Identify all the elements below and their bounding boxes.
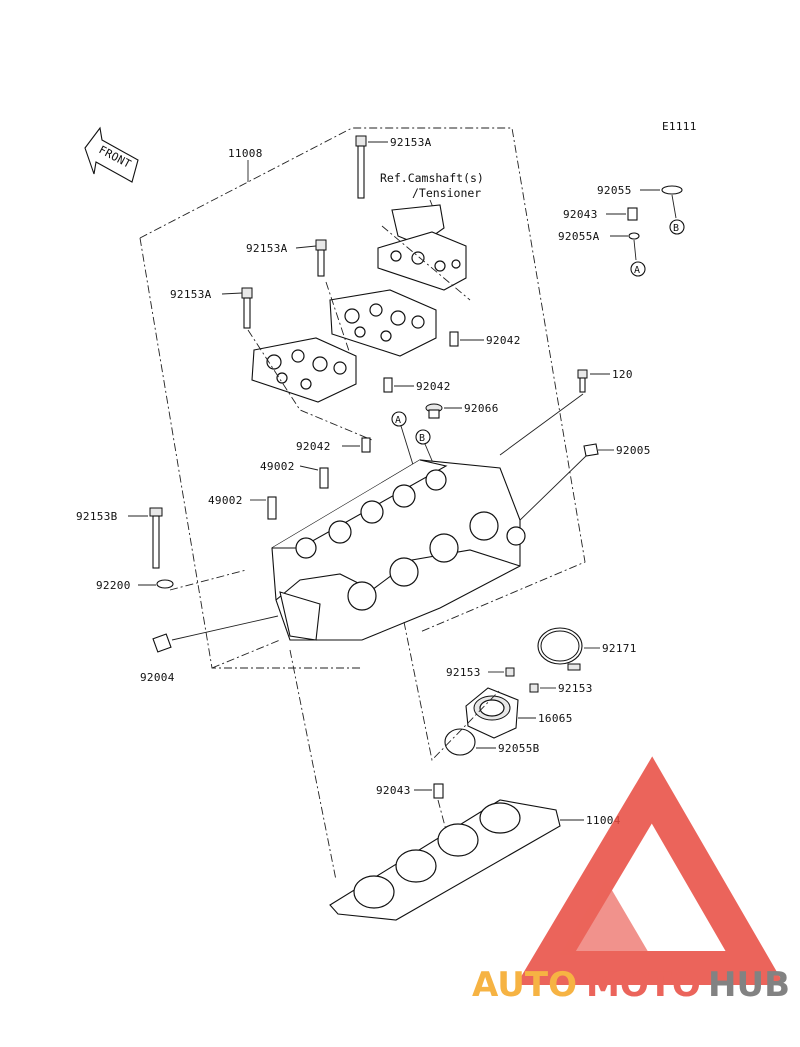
pin-49002-b <box>267 496 277 520</box>
holder-16065 <box>465 687 519 739</box>
camshaft-holder-right <box>377 204 467 291</box>
label-16065: 16065 <box>538 712 573 725</box>
label-92055: 92055 <box>597 184 632 197</box>
dowel-92042-a <box>449 331 459 347</box>
camshaft-holder-middle <box>329 289 437 357</box>
label-92153A-left: 92153A <box>170 288 212 301</box>
gasket-11004 <box>329 799 561 921</box>
callout-b-head <box>415 429 431 445</box>
label-49002-b: 49002 <box>208 494 243 507</box>
callout-a-top <box>630 261 646 277</box>
bolt-92153A-mid <box>315 239 327 277</box>
watermark-part1: AUTO <box>472 965 577 1005</box>
label-92005: 92005 <box>616 444 651 457</box>
bolt-92153A-top <box>355 135 367 199</box>
cylinder-head-outline <box>139 127 586 669</box>
watermark-part3: HUB <box>708 965 790 1005</box>
oring-92055 <box>661 185 683 195</box>
label-49002-a: 49002 <box>260 460 295 473</box>
label-11008: 11008 <box>228 147 263 160</box>
bolt-92153A-left <box>241 287 253 329</box>
fitting-92005 <box>583 443 599 457</box>
label-92042-b: 92042 <box>416 380 451 393</box>
camshaft-holder-left <box>251 337 357 403</box>
callout-a-head-text: A <box>395 415 401 426</box>
stud-92004 <box>152 633 172 653</box>
dowel-92043-bottom <box>433 783 444 799</box>
label-120: 120 <box>612 368 633 381</box>
callout-a-head <box>391 411 407 427</box>
label-11004: 11004 <box>586 814 621 827</box>
bolt-92153-b <box>529 683 539 693</box>
label-92055A: 92055A <box>558 230 600 243</box>
watermark-logo: AUTO MOTO HUB <box>472 756 790 1005</box>
ref-note-line1: Ref.Camshaft(s) <box>380 171 484 185</box>
label-92043-top: 92043 <box>563 208 598 221</box>
cylinder-head <box>271 459 526 641</box>
label-92042-c: 92042 <box>296 440 331 453</box>
dowel-92043-top <box>627 207 638 221</box>
callout-b-top <box>669 219 685 235</box>
bolt-92153-a <box>505 667 515 677</box>
pin-49002-a <box>319 467 329 489</box>
oring-92055B <box>444 728 476 756</box>
dowel-92042-c <box>361 437 371 453</box>
label-92200: 92200 <box>96 579 131 592</box>
label-92153A-mid: 92153A <box>246 242 288 255</box>
dowel-92042-b <box>383 377 393 393</box>
ref-note-line2: /Tensioner <box>412 186 481 200</box>
bolt-120 <box>577 369 588 393</box>
label-92153A-top: 92153A <box>390 136 432 149</box>
plug-92066 <box>425 403 443 419</box>
label-92055B: 92055B <box>498 742 540 755</box>
label-92153-b: 92153 <box>558 682 593 695</box>
label-92043-bottom: 92043 <box>376 784 411 797</box>
callout-a-top-text: A <box>634 265 640 276</box>
front-arrow: FRONT <box>84 126 139 183</box>
label-92153-a: 92153 <box>446 666 481 679</box>
bolt-92153B <box>149 507 163 569</box>
callout-b-top-text: B <box>673 223 679 234</box>
label-92042-a: 92042 <box>486 334 521 347</box>
washer-92200 <box>156 579 174 589</box>
watermark-part2: MOTO <box>586 965 701 1005</box>
clamp-92171 <box>537 627 583 671</box>
label-92004: 92004 <box>140 671 175 684</box>
label-92171: 92171 <box>602 642 637 655</box>
callout-b-head-text: B <box>419 433 425 444</box>
diagram-id: E1111 <box>662 120 697 133</box>
label-92153B: 92153B <box>76 510 118 523</box>
oring-92055A <box>628 232 640 240</box>
label-92066: 92066 <box>464 402 499 415</box>
